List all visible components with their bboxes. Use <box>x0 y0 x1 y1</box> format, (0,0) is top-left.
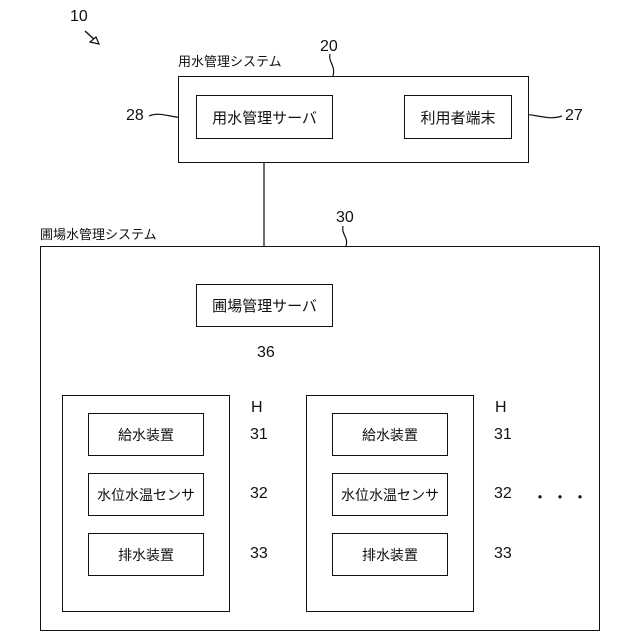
more-fields-ellipsis: ・・・ <box>532 484 592 508</box>
field-server-label: 圃場管理サーバ <box>196 284 333 327</box>
field-ref-1: H <box>251 399 263 417</box>
device-ref-32-2: 32 <box>494 485 512 503</box>
device-ref-32-1: 32 <box>250 485 268 503</box>
figure-arrow-icon <box>85 31 99 44</box>
field-system-ref: 30 <box>336 209 354 227</box>
device-label-sensor-1: 水位水温センサ <box>88 473 204 516</box>
water-system-ref: 20 <box>320 38 338 56</box>
device-label-sensor-2: 水位水温センサ <box>332 473 448 516</box>
leader-30 <box>343 226 347 246</box>
device-ref-31-1: 31 <box>250 426 268 444</box>
figure-ref: 10 <box>70 8 88 26</box>
device-label-drain-1: 排水装置 <box>88 533 204 576</box>
device-ref-33-1: 33 <box>250 545 268 563</box>
field-ref-2: H <box>495 399 507 417</box>
field-system-label: 圃場水管理システム <box>40 224 157 243</box>
terminal-label: 利用者端末 <box>404 95 512 139</box>
field-server-ref: 36 <box>257 344 275 362</box>
device-label-water-supply-1: 給水装置 <box>88 413 204 456</box>
water-system-label: 用水管理システム <box>178 51 282 70</box>
device-label-water-supply-2: 給水装置 <box>332 413 448 456</box>
device-ref-31-2: 31 <box>494 426 512 444</box>
leader-20 <box>330 54 334 76</box>
device-ref-33-2: 33 <box>494 545 512 563</box>
terminal-ref: 27 <box>565 107 583 125</box>
water-server-label: 用水管理サーバ <box>196 95 333 139</box>
water-server-ref: 28 <box>126 107 144 125</box>
device-label-drain-2: 排水装置 <box>332 533 448 576</box>
